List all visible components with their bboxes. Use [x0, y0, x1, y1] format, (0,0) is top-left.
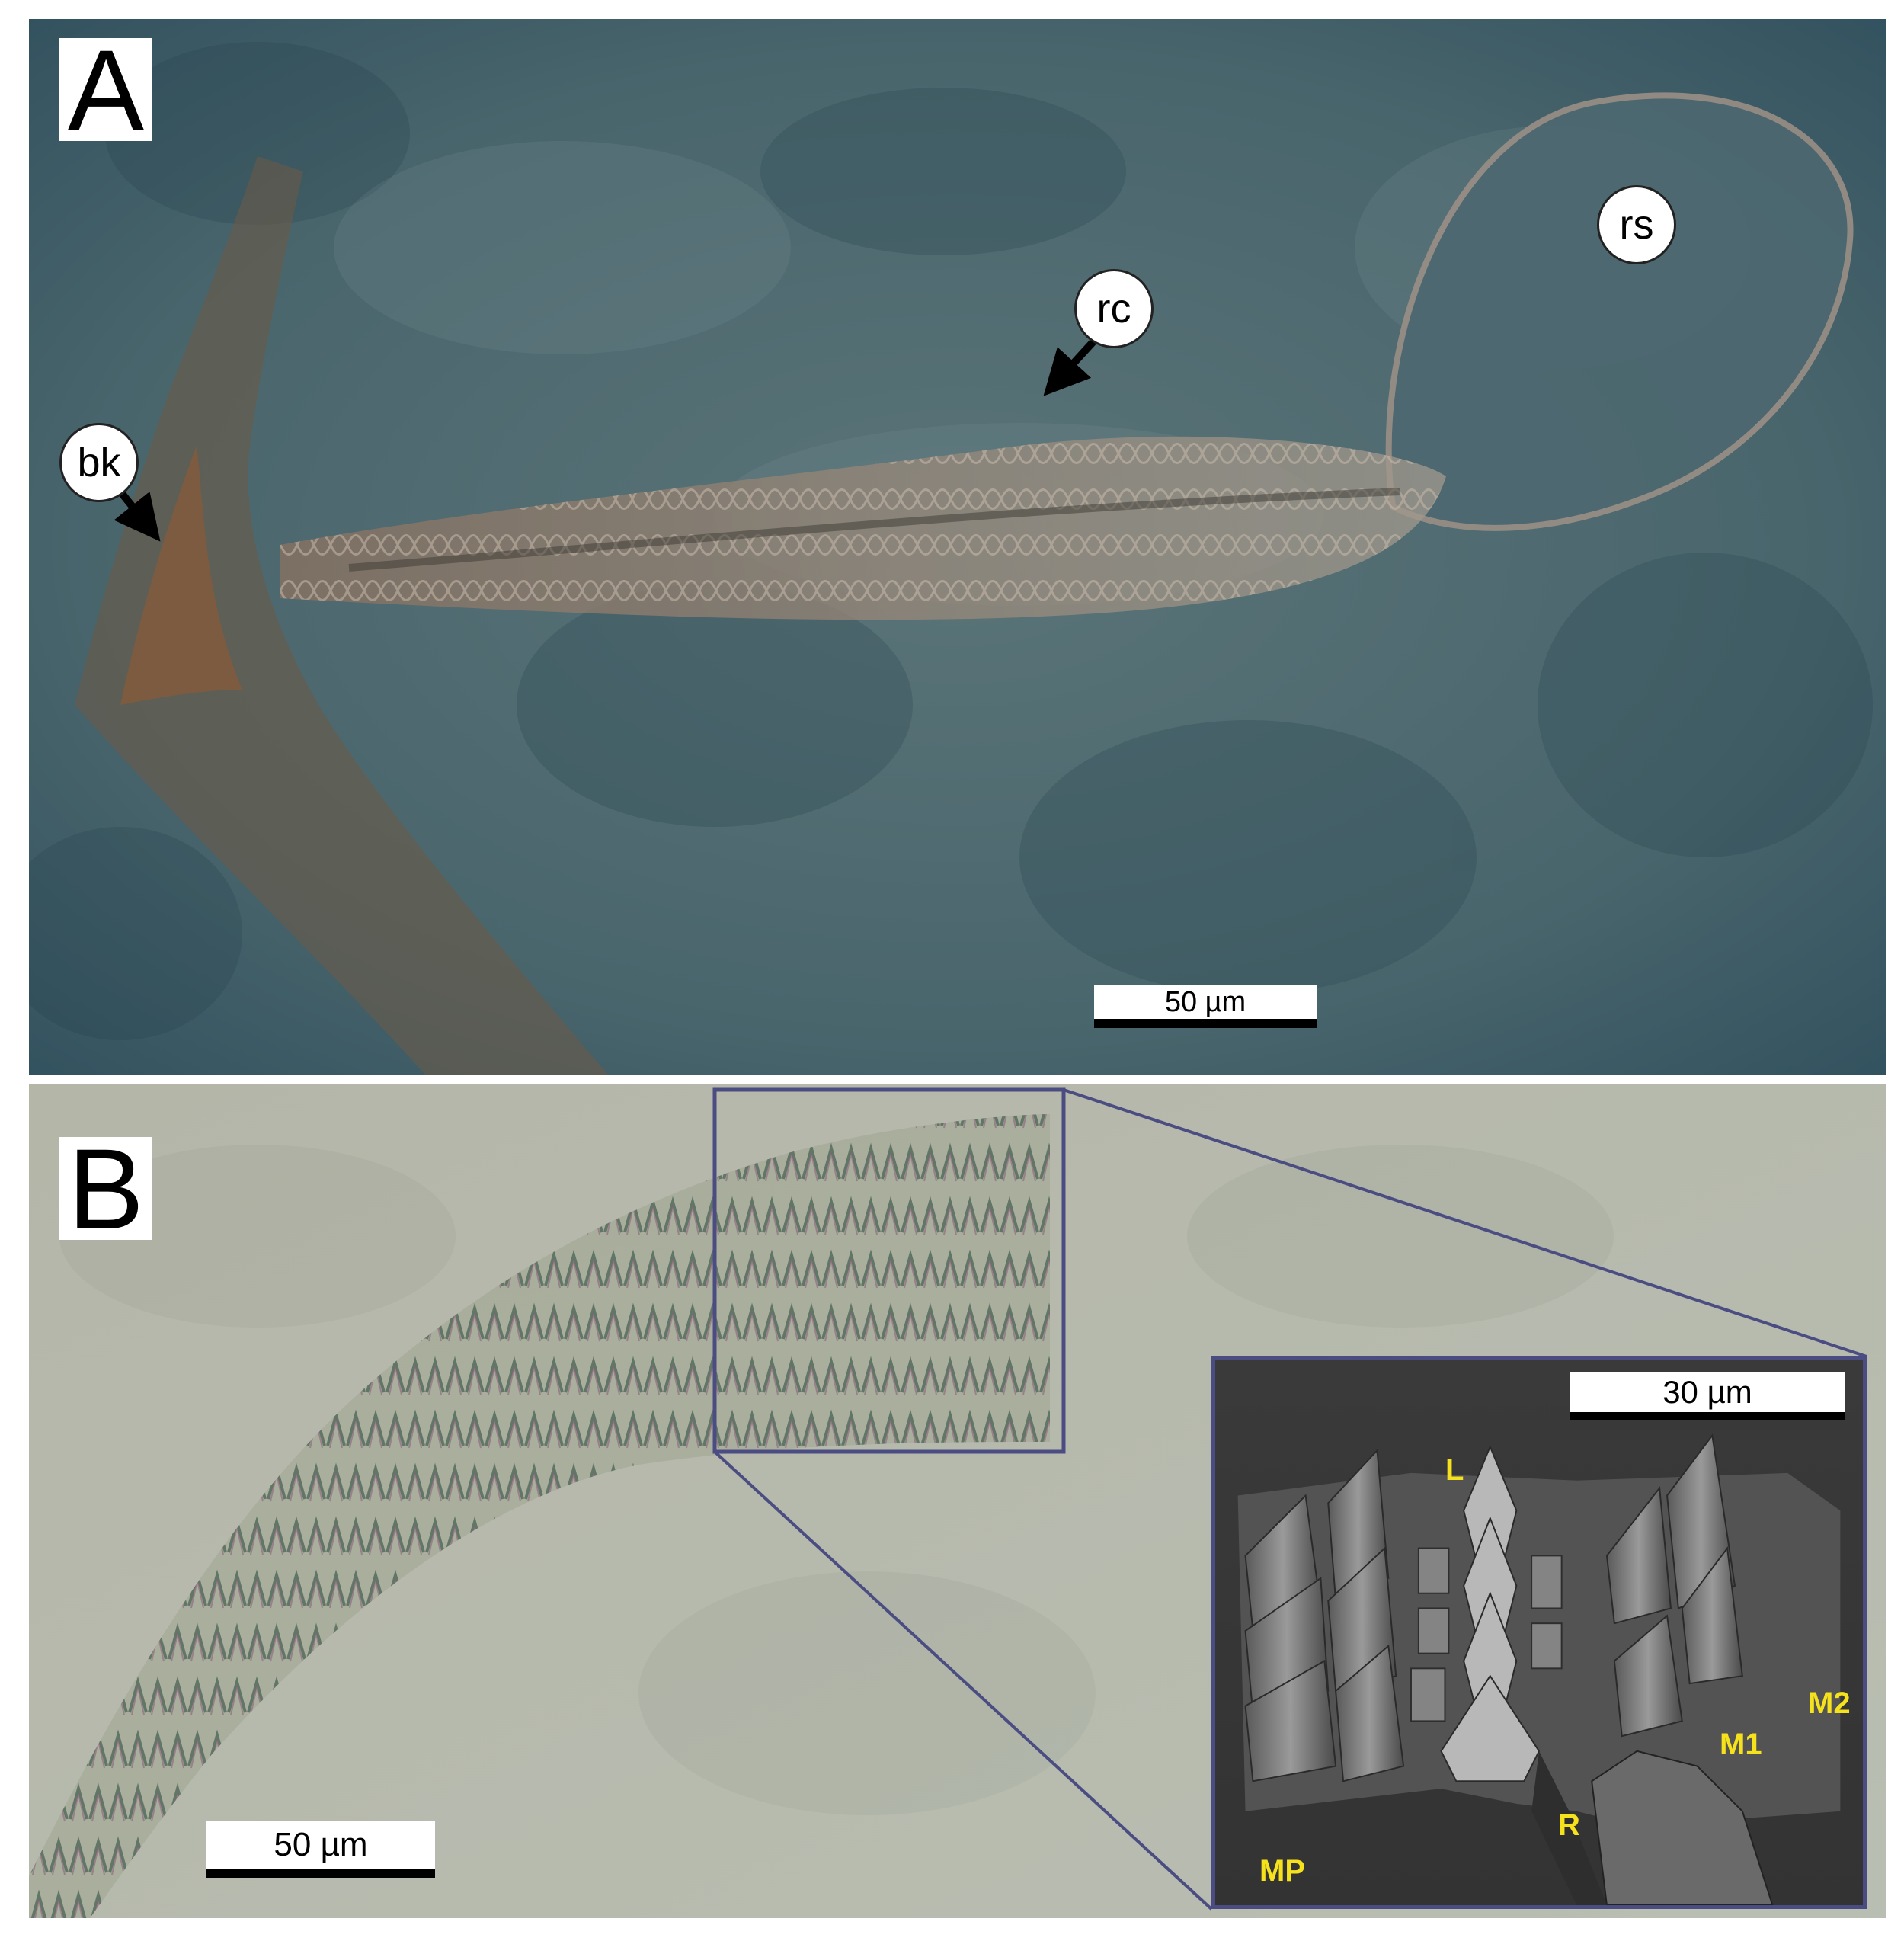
panel-b-scalebar: 50 µm	[206, 1821, 435, 1878]
inset-scalebar: 30 µm	[1570, 1372, 1845, 1420]
label-M1: M1	[1720, 1728, 1762, 1761]
panel-a-image	[29, 19, 1886, 1075]
panel-a-letter: A	[59, 33, 152, 147]
label-M2: M2	[1808, 1686, 1851, 1720]
sem-inset: 30 µm L M2 M1 R MP	[1211, 1356, 1867, 1909]
panel-a-arrows	[114, 336, 1099, 542]
sem-image	[1215, 1360, 1863, 1905]
bk-label: bk	[59, 423, 139, 502]
panel-a-micrograph: A bk rc rs 50 µm	[29, 19, 1886, 1075]
label-L: L	[1445, 1453, 1464, 1487]
label-R: R	[1558, 1808, 1580, 1842]
panel-b-letter: B	[59, 1132, 152, 1246]
rc-arrow	[1043, 336, 1099, 396]
panel-a-scalebar: 50 µm	[1094, 985, 1317, 1028]
rs-label: rs	[1597, 185, 1676, 264]
bk-arrow	[114, 488, 161, 542]
rc-label: rc	[1074, 269, 1154, 348]
label-MP: MP	[1259, 1854, 1305, 1888]
